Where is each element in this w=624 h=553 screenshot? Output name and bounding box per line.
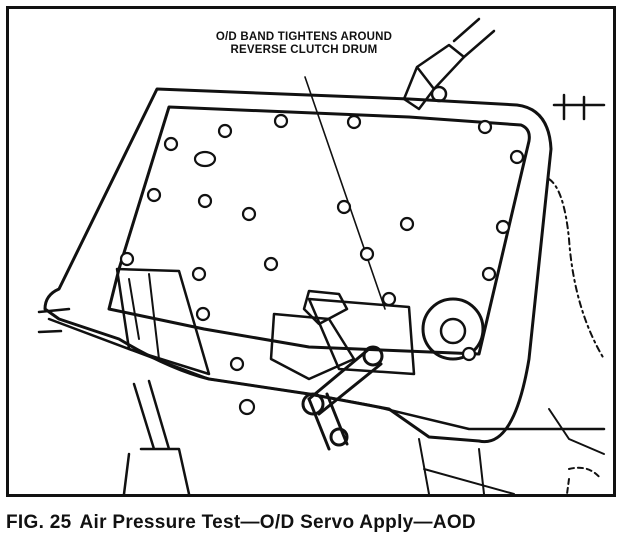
bolt-head	[241, 206, 257, 222]
bolt-head	[336, 199, 352, 215]
bolt-head	[163, 136, 179, 152]
bolt-head	[495, 219, 511, 235]
figure-caption: FIG. 25 Air Pressure Test—O/D Servo Apply…	[6, 512, 476, 534]
bolt-head	[146, 187, 162, 203]
apply-lever	[302, 289, 349, 326]
transmission-illustration	[37, 17, 606, 494]
bolt-head	[217, 123, 233, 139]
servo-cover	[307, 297, 416, 376]
figure-title: Air Pressure Test—O/D Servo Apply—AOD	[79, 512, 476, 533]
callout-label: O/D BAND TIGHTENS AROUND REVERSE CLUTCH …	[179, 31, 429, 57]
bolt-head	[263, 256, 279, 272]
callout-line-1: O/D BAND TIGHTENS AROUND	[215, 31, 393, 43]
figure-number: FIG. 25	[6, 512, 72, 533]
bolt-head	[381, 291, 397, 307]
drain-plug	[193, 150, 217, 168]
linkage-pivot-2	[301, 392, 325, 416]
reverse-clutch-drum	[421, 297, 485, 361]
lower-housing	[418, 438, 515, 494]
bolt-head	[399, 216, 415, 232]
bolt-head	[346, 114, 362, 130]
bolt-head	[477, 119, 493, 135]
callout-leader-line	[304, 76, 386, 310]
bolt-head	[509, 149, 525, 165]
linkage-pivot	[362, 345, 384, 367]
housing-right	[548, 178, 605, 360]
bolt-head	[119, 251, 135, 267]
bolt-head	[191, 266, 207, 282]
bolt-head	[359, 246, 375, 262]
linkage-pivot-3	[329, 427, 349, 447]
linkage-arm	[307, 347, 383, 416]
bolt-head	[481, 266, 497, 282]
housing-right-2	[548, 408, 605, 455]
figure-frame: O/D BAND TIGHTENS AROUND REVERSE CLUTCH …	[6, 6, 616, 497]
bolt-head	[461, 346, 477, 362]
pan-lower-edge	[47, 317, 606, 431]
bolt-head	[273, 113, 289, 129]
pan-flange-outer	[43, 87, 553, 444]
bolt-head	[197, 193, 213, 209]
jack-stand	[122, 379, 191, 494]
bolt-head	[238, 398, 256, 416]
valve-body-plate	[107, 105, 531, 356]
left-bracket	[115, 267, 211, 376]
lower-right-curve	[566, 466, 602, 494]
left-rail	[37, 307, 71, 334]
callout-line-2: REVERSE CLUTCH DRUM	[230, 44, 378, 56]
bolt-head	[195, 306, 211, 322]
bolt-head	[229, 356, 245, 372]
right-fitting	[552, 93, 606, 121]
linkage-arm-lower	[307, 392, 349, 451]
sector-gear	[269, 312, 356, 381]
